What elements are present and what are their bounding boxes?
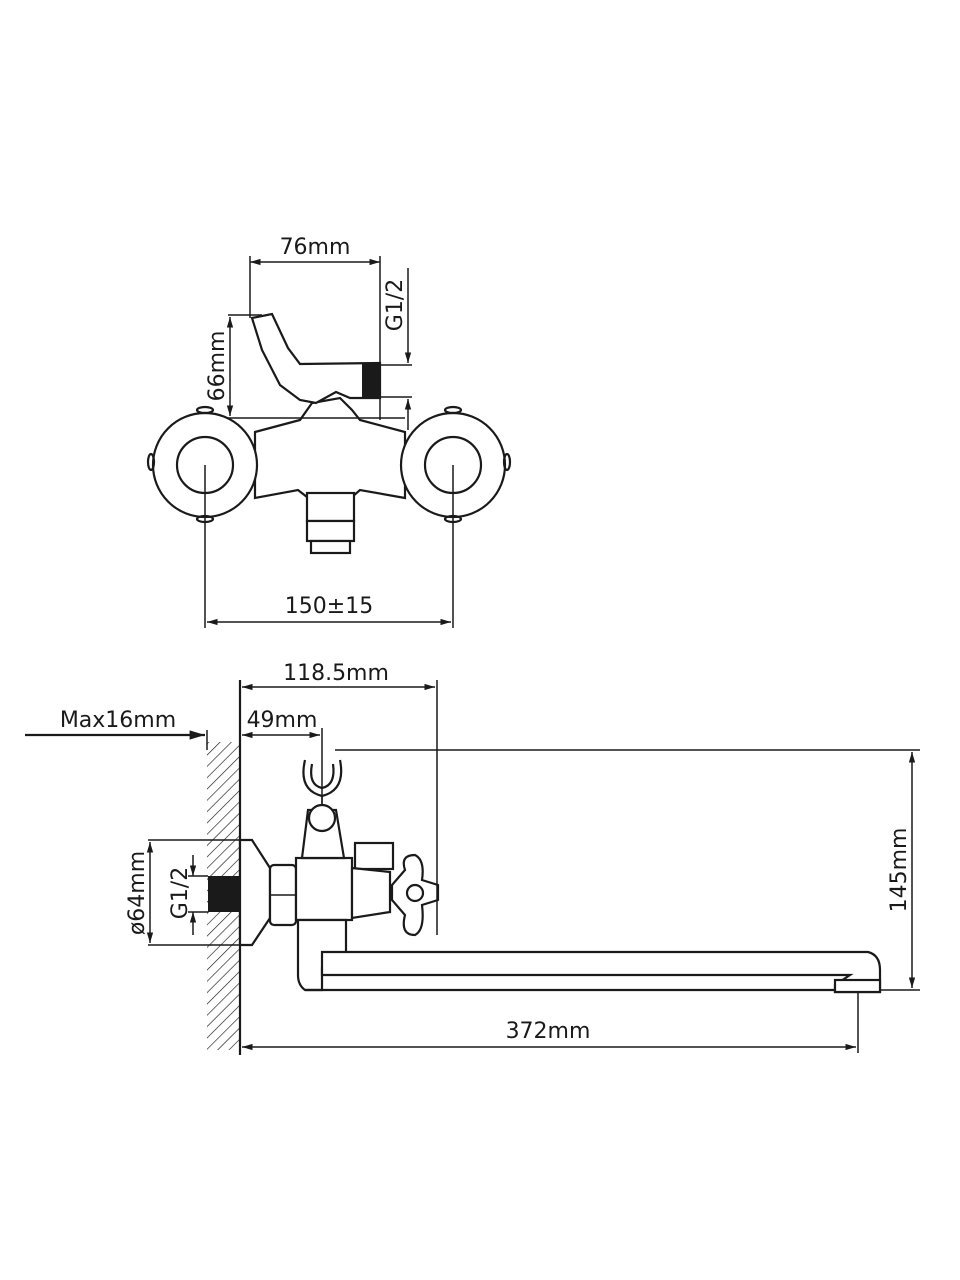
right-valve-knob: [399, 405, 512, 524]
dim-label-49: 49mm: [247, 708, 318, 733]
hose-holder-ring: [307, 803, 337, 833]
dim-label-g12-side: G1/2: [168, 867, 193, 919]
diverter-button: [353, 841, 395, 871]
valve-body: [294, 856, 354, 922]
lever-handle: [250, 312, 382, 405]
side-view: 118.5mm Max16mm 49mm 145mm ø64mm G1/2 37…: [25, 661, 920, 1055]
outlet-tip: [309, 539, 352, 555]
dim-label-145: 145mm: [887, 828, 912, 913]
mixer-body: [253, 396, 407, 500]
thread-block: [362, 364, 380, 398]
dim-label-g12-front: G1/2: [383, 279, 408, 331]
dim-label-76: 76mm: [280, 235, 351, 260]
outlet-lower: [305, 519, 356, 543]
dim-label-118: 118.5mm: [283, 661, 389, 686]
wall-flange: [238, 838, 272, 947]
dim-label-64: ø64mm: [125, 851, 150, 935]
front-view: 76mm 66mm G1/2 150±15: [146, 235, 512, 628]
dim-label-372: 372mm: [506, 1019, 591, 1044]
left-valve-knob: [146, 405, 259, 524]
dim-label-max16: Max16mm: [60, 708, 176, 733]
aerator: [833, 978, 882, 994]
spout: [320, 950, 882, 994]
thread-block-side: [208, 876, 240, 912]
outlet-upper: [305, 491, 356, 523]
valve-cap: [350, 866, 392, 920]
dim-label-66: 66mm: [205, 331, 230, 402]
dim-label-150: 150±15: [285, 594, 373, 619]
cross-handle: [390, 853, 440, 937]
